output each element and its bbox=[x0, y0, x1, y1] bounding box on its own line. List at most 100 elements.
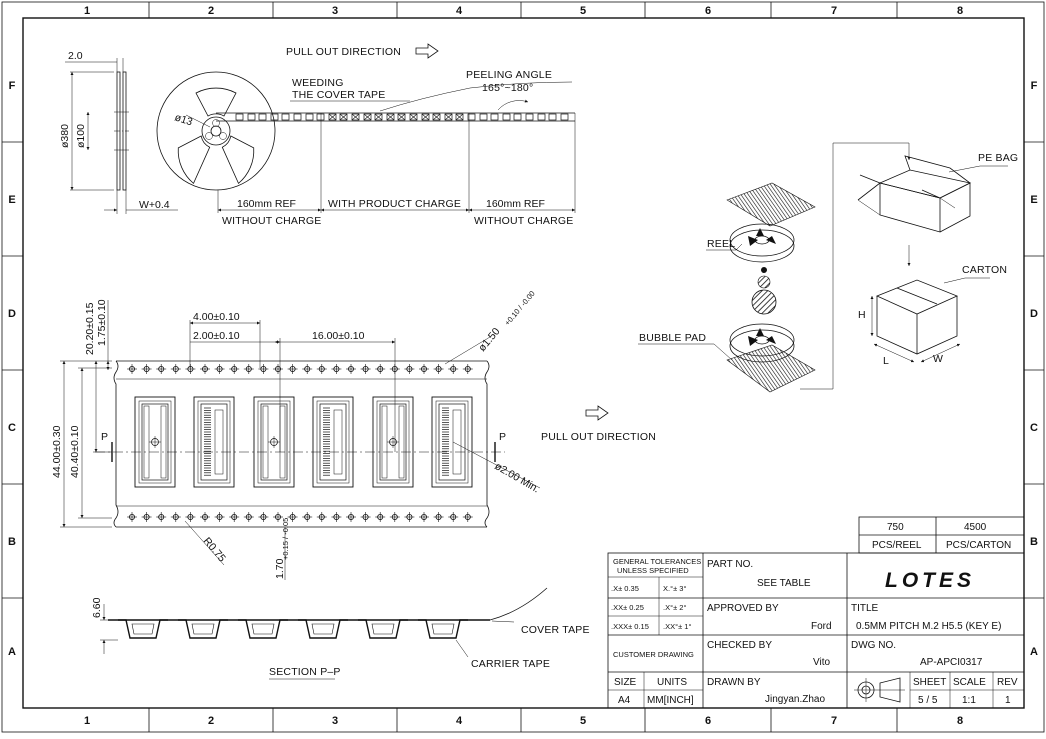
drawn-by-value: Jingyan.Zhao bbox=[765, 694, 825, 705]
section-cup bbox=[238, 619, 288, 639]
checked-by-value: Vito bbox=[813, 657, 830, 668]
tol-header-2: UNLESS SPECIFIED bbox=[617, 566, 689, 575]
strip-pocket bbox=[386, 113, 395, 121]
strip-pocket-cross bbox=[386, 113, 395, 121]
sheet-value: 5 / 5 bbox=[918, 695, 938, 706]
section-p-p: 6.60 SECTION P–P COVER TAPE CARRIER TAPE bbox=[91, 587, 590, 680]
section-cup-part bbox=[191, 623, 215, 635]
customer-drawing: CUSTOMER DRAWING bbox=[613, 650, 694, 659]
strip-pocket-cross bbox=[432, 113, 441, 121]
label-carton: CARTON bbox=[962, 264, 1007, 276]
col-label-6-bottom: 6 bbox=[705, 715, 711, 727]
tol-linear-1: .X± 0.35 bbox=[611, 584, 639, 593]
section-cup-part bbox=[251, 623, 275, 635]
label-weeding-1: WEEDING bbox=[292, 77, 344, 89]
dim-tape-thickness-tol: +0.15 / -0.05 bbox=[281, 518, 290, 560]
strip-pocket bbox=[467, 113, 476, 121]
strip-pocket bbox=[490, 113, 499, 121]
dim-pocket-hole: ø2.00 Min. bbox=[493, 460, 542, 495]
row-label-d-right: D bbox=[1030, 308, 1038, 320]
strip-pocket bbox=[537, 113, 546, 121]
col-label-8-top: 8 bbox=[957, 5, 963, 17]
strip-pocket bbox=[409, 113, 418, 121]
tol-angle-3: .XX°± 1° bbox=[663, 622, 691, 631]
dim-leader-ref: 160mm REF bbox=[237, 198, 296, 210]
pocket-inner bbox=[138, 400, 172, 484]
tape-strip-pockets bbox=[235, 113, 569, 121]
label-bubble-pad: BUBBLE PAD bbox=[639, 332, 706, 344]
reel-side-view: 2.0 ø380 ø100 W+0.4 bbox=[59, 50, 178, 214]
pocket bbox=[253, 396, 295, 488]
tol-linear-3: .XXX± 0.15 bbox=[611, 622, 649, 631]
pocket-inner bbox=[257, 400, 291, 484]
strip-pocket-cross bbox=[397, 113, 406, 121]
strip-pocket bbox=[513, 113, 522, 121]
pocket-inner bbox=[197, 400, 231, 484]
tol-angle-1: X.°± 3° bbox=[663, 584, 686, 593]
label-weeding-2: THE COVER TAPE bbox=[292, 89, 385, 101]
connector-housing bbox=[452, 409, 462, 475]
connector bbox=[319, 403, 347, 481]
pocket bbox=[431, 396, 473, 488]
pull-out-arrow-icon-middle bbox=[585, 405, 609, 421]
label-cover-tape: COVER TAPE bbox=[521, 624, 590, 636]
section-cups bbox=[118, 619, 468, 639]
strip-pocket-cross bbox=[351, 113, 360, 121]
dim-reel-outer: ø380 bbox=[59, 124, 71, 148]
dim-sprocket-dia: ø1.50 bbox=[476, 326, 503, 354]
section-cup bbox=[118, 619, 168, 639]
size-value: A4 bbox=[618, 695, 631, 706]
label-reel: REEL bbox=[707, 238, 735, 250]
checked-by-label: CHECKED BY bbox=[707, 640, 772, 651]
col-label-2-top: 2 bbox=[208, 5, 214, 17]
connector-rail bbox=[381, 405, 388, 479]
tol-angle-2: .X°± 2° bbox=[663, 603, 686, 612]
row-label-a-left: A bbox=[8, 646, 16, 658]
section-cup bbox=[178, 619, 228, 639]
strip-pocket-cross bbox=[444, 113, 453, 121]
strip-pocket-cross bbox=[421, 113, 430, 121]
rev-value: 1 bbox=[1005, 695, 1011, 706]
strip-pocket bbox=[397, 113, 406, 121]
col-label-3-top: 3 bbox=[332, 5, 338, 17]
strip-pocket bbox=[548, 113, 557, 121]
label-pull-out-middle: PULL OUT DIRECTION bbox=[541, 431, 656, 443]
row-label-f-right: F bbox=[1031, 80, 1038, 92]
col-label-8-bottom: 8 bbox=[957, 715, 963, 727]
connector-rail bbox=[398, 405, 405, 479]
quantity-table: 750 PCS/REEL 4500 PCS/CARTON bbox=[858, 516, 1025, 554]
connector-body bbox=[260, 403, 288, 481]
row-label-c-right: C bbox=[1030, 422, 1038, 434]
col-label-5-top: 5 bbox=[580, 5, 586, 17]
strip-pocket-cross bbox=[339, 113, 348, 121]
row-label-e-left: E bbox=[8, 194, 15, 206]
dim-trailer-ref: 160mm REF bbox=[486, 198, 545, 210]
qty-per-carton: 4500 bbox=[964, 522, 987, 533]
strip-pocket bbox=[363, 113, 372, 121]
part-no-label: PART NO. bbox=[707, 559, 753, 570]
dim-reel-thickness: 2.0 bbox=[68, 50, 83, 62]
col-label-4-bottom: 4 bbox=[456, 715, 463, 727]
qty-per-reel: 750 bbox=[887, 522, 904, 533]
strip-pocket bbox=[305, 113, 314, 121]
pocket-inner bbox=[435, 400, 469, 484]
tape-strip-labels: PULL OUT DIRECTION WEEDING THE COVER TAP… bbox=[217, 43, 576, 227]
strip-pocket bbox=[351, 113, 360, 121]
row-label-f-left: F bbox=[9, 80, 16, 92]
drawn-by-label: DRAWN BY bbox=[707, 677, 761, 688]
dim-hole-to-hole: 40.40±0.10 bbox=[69, 425, 81, 478]
size-label: SIZE bbox=[614, 677, 637, 688]
connector-body bbox=[379, 403, 407, 481]
connector-rail bbox=[143, 405, 150, 479]
tol-linear-2: .XX± 0.25 bbox=[611, 603, 644, 612]
section-cup bbox=[298, 619, 348, 639]
approved-by-value: Ford bbox=[811, 621, 832, 632]
dim-pocket-radius: R0.75 bbox=[201, 535, 228, 564]
connector bbox=[260, 403, 288, 481]
carton-icon bbox=[875, 279, 959, 355]
connector bbox=[141, 403, 169, 481]
connector-rail bbox=[262, 405, 269, 479]
col-label-6-top: 6 bbox=[705, 5, 711, 17]
section-cup-part bbox=[371, 623, 395, 635]
